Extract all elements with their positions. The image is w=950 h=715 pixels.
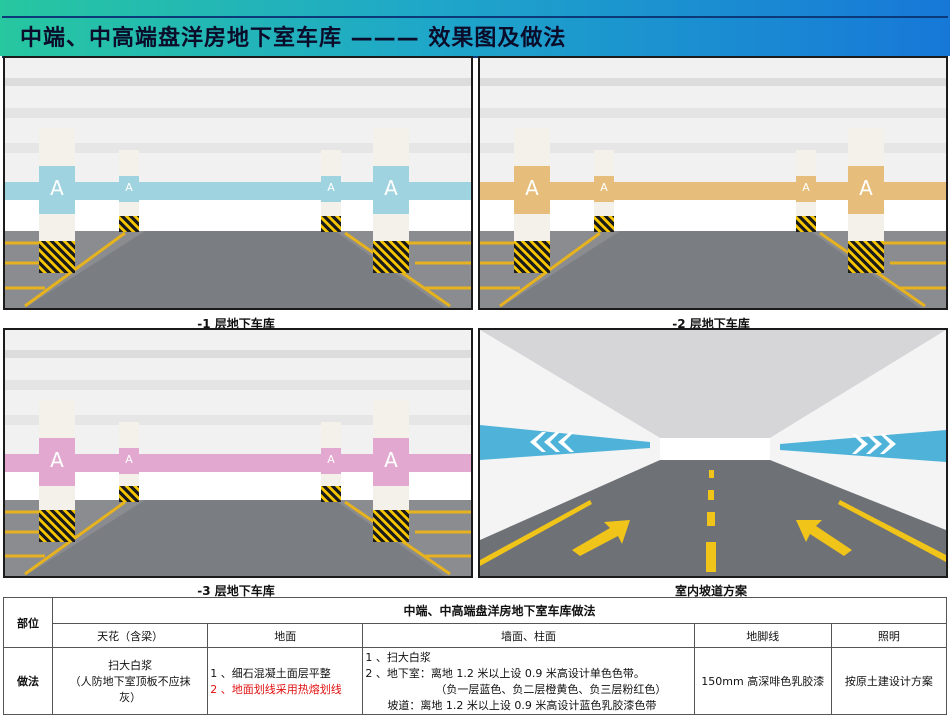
- pillar-letter: A: [384, 176, 398, 200]
- floor-line-highlight: 2 、地面划线采用热熔划线: [210, 683, 342, 696]
- pillar: A: [514, 128, 550, 273]
- pillar-letter: A: [327, 453, 335, 466]
- garage-render-b1: A A A A: [3, 56, 473, 310]
- wall-line: 2 、地下室：离地 1.2 米以上设 0.9 米高设计单色色带。: [365, 667, 645, 680]
- pillar: A: [848, 128, 884, 273]
- pillar: A: [373, 128, 409, 273]
- pillar-letter: A: [384, 448, 398, 472]
- pillar: A: [796, 150, 816, 232]
- pillar: A: [39, 400, 75, 542]
- pillar: A: [594, 150, 614, 232]
- garage-render-b3: A A A A: [3, 328, 473, 578]
- column-header: 墙面、柱面: [362, 623, 695, 648]
- pillar-letter: A: [125, 181, 133, 194]
- pillar-letter: A: [859, 176, 873, 200]
- wall-line: （负一层蓝色、负二层橙黄色、负三层粉红色）: [435, 683, 667, 696]
- baseboard-method: 150mm 高深啡色乳胶漆: [693, 647, 832, 715]
- row-header-part: 部位: [2, 597, 54, 648]
- ramp-render: [478, 328, 948, 578]
- pillar: A: [119, 422, 139, 502]
- page-title: 中端、中高端盘洋房地下室车库 ——— 效果图及做法: [20, 26, 567, 51]
- panel-caption: -2 层地下车库: [672, 317, 750, 331]
- ramp-scene: [480, 330, 946, 576]
- wall-line: 1 、扫大白浆: [365, 651, 431, 664]
- pillar: A: [119, 150, 139, 232]
- column-header: 照明: [830, 623, 948, 648]
- pillar-letter: A: [50, 176, 64, 200]
- wall-method: 1 、扫大白浆 2 、地下室：离地 1.2 米以上设 0.9 米高设计单色色带。…: [362, 647, 695, 715]
- floor-line: 1 、细石混凝土面层平整: [210, 667, 331, 680]
- pillar: A: [39, 128, 75, 273]
- garage-render-b2: A A A A: [478, 56, 948, 310]
- ceiling-line: 灰）: [119, 691, 142, 704]
- lighting-method: 按原土建设计方案: [830, 647, 948, 715]
- pillar: A: [373, 400, 409, 542]
- pillar-letter: A: [125, 453, 133, 466]
- pillar-letter: A: [327, 181, 335, 194]
- column-header: 地面: [207, 623, 364, 648]
- spec-table: 部位 中端、中高端盘洋房地下室车库做法 天花（含梁） 地面 墙面、柱面 地脚线 …: [2, 597, 948, 715]
- panel-caption: -1 层地下车库: [197, 317, 275, 331]
- column-header: 天花（含梁）: [52, 623, 209, 648]
- pillar-letter: A: [50, 448, 64, 472]
- pillar: A: [321, 422, 341, 502]
- title-banner: 中端、中高端盘洋房地下室车库 ——— 效果图及做法: [0, 0, 950, 58]
- column-header: 地脚线: [693, 623, 832, 648]
- title-bar: [2, 16, 948, 58]
- pillar: A: [321, 150, 341, 232]
- panel-caption: -3 层地下车库: [197, 584, 275, 598]
- floor-method: 1 、细石混凝土面层平整 2 、地面划线采用热熔划线: [207, 647, 364, 715]
- ceiling-line: 扫大白浆: [108, 659, 153, 672]
- wall-line: 坡道：离地 1.2 米以上设 0.9 米高设计蓝色乳胶漆色带: [387, 699, 657, 712]
- ceiling-line: （人防地下室顶板不应抹: [69, 675, 191, 688]
- pillar-letter: A: [802, 181, 810, 194]
- panel-caption: 室内坡道方案: [674, 584, 747, 598]
- pillar-letter: A: [525, 176, 539, 200]
- pillar-letter: A: [600, 181, 608, 194]
- row-header-method: 做法: [2, 647, 54, 715]
- table-title: 中端、中高端盘洋房地下室车库做法: [52, 597, 947, 624]
- ceiling-method: 扫大白浆 （人防地下室顶板不应抹 灰）: [52, 647, 209, 715]
